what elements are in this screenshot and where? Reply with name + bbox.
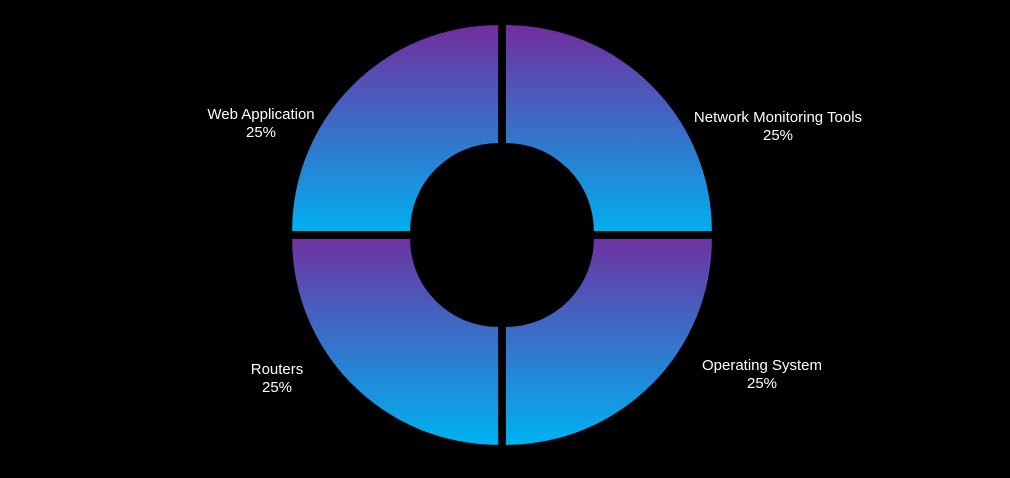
donut-slice-routers [292, 238, 499, 445]
slice-category-label: Web Application [207, 106, 314, 123]
slice-category-label: Operating System [702, 357, 822, 374]
slice-value-label: 25% [262, 379, 292, 396]
slice-value-label: 25% [246, 124, 276, 141]
donut-slice-operating-system [505, 238, 712, 445]
donut-slice-web-application [292, 25, 499, 232]
donut-slice-network-monitoring-tools [505, 25, 712, 232]
slice-category-label: Network Monitoring Tools [694, 109, 862, 126]
slice-category-label: Routers [251, 361, 304, 378]
donut-slices [292, 25, 712, 445]
slice-value-label: 25% [747, 375, 777, 392]
slice-value-label: 25% [763, 127, 793, 144]
